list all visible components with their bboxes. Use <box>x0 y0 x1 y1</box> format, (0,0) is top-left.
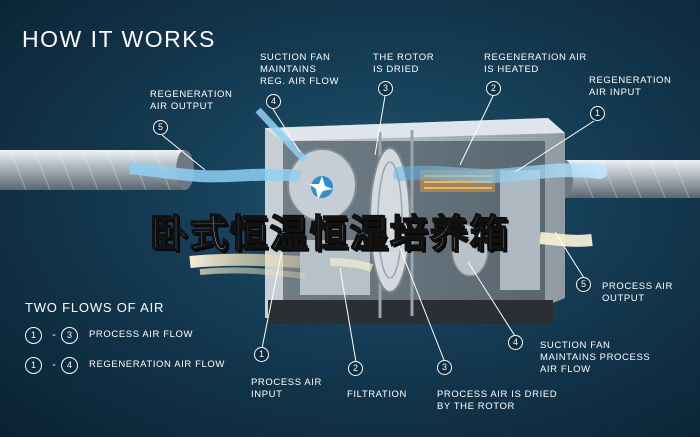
callout-badge-bottom-3: 3 <box>437 360 452 375</box>
callout-label-reg-output: REGENERATION AIR OUTPUT <box>150 89 233 112</box>
callout-badge-bottom-5: 5 <box>576 277 591 292</box>
watermark-overlay: 卧式恒温恒湿培养箱 <box>149 211 511 257</box>
callout-label-reg-heated: REGENERATION AIR IS HEATED <box>484 52 587 75</box>
callout-badge-top-5: 5 <box>153 120 168 135</box>
callout-label-filtration: FILTRATION <box>347 389 408 400</box>
suction-fan-icon <box>287 148 489 277</box>
callout-label-process-input: PROCESS AIR INPUT <box>251 377 323 400</box>
process-air-flow <box>189 232 593 279</box>
legend-badge-from: 1 <box>25 327 42 344</box>
callout-label-rotor-dried: THE ROTOR IS DRIED <box>373 52 435 75</box>
legend-title: TWO FLOWS OF AIR <box>25 300 165 315</box>
callout-badge-bottom-1: 1 <box>254 347 269 362</box>
callout-label-process-dried: PROCESS AIR IS DRIED BY THE ROTOR <box>437 389 558 412</box>
legend-badge-to: 3 <box>61 327 78 344</box>
callout-badge-bottom-4: 4 <box>508 335 523 350</box>
legend-label-regeneration-air: REGENERATION AIR FLOW <box>89 359 225 370</box>
legend-label-process-air: PROCESS AIR FLOW <box>89 329 194 340</box>
callout-badge-bottom-2: 2 <box>348 361 363 376</box>
legend-dash: - <box>52 359 56 371</box>
callout-badge-top-4: 4 <box>266 94 281 109</box>
callout-label-reg-input: REGENERATION AIR INPUT <box>589 75 672 98</box>
callout-badge-top-3: 3 <box>378 81 393 96</box>
legend-badge-from: 1 <box>25 357 42 374</box>
page-title: HOW IT WORKS <box>22 26 216 52</box>
callout-badge-top-2: 2 <box>486 81 501 96</box>
callout-leaders <box>161 95 595 363</box>
callout-label-process-output: PROCESS AIR OUTPUT <box>602 281 674 304</box>
legend-badge-to: 4 <box>61 357 78 374</box>
regeneration-air-flow <box>129 107 607 184</box>
rotor-icon <box>369 147 411 293</box>
callout-label-suction-fan-process: SUCTION FAN MAINTAINS PROCESS AIR FLOW <box>540 340 651 375</box>
callout-label-suction-fan-reg: SUCTION FAN MAINTAINS REG. AIR FLOW <box>260 52 340 87</box>
legend-dash: - <box>52 329 56 341</box>
callout-badge-top-1: 1 <box>590 106 605 121</box>
